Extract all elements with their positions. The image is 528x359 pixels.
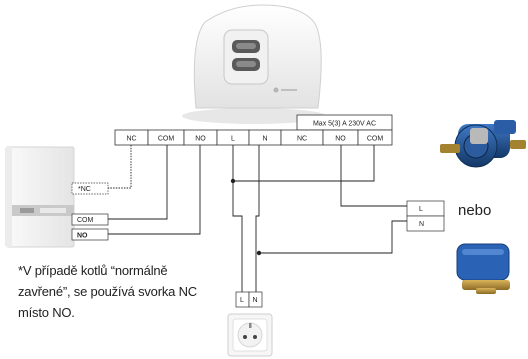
top-terminal-com-2: COM bbox=[367, 136, 384, 143]
or-label: nebo bbox=[458, 202, 492, 219]
wire-com-boiler bbox=[108, 145, 168, 220]
power-socket-icon bbox=[227, 313, 273, 357]
top-terminal-cell-com-2 bbox=[357, 129, 393, 146]
boiler-terminal-com: COM bbox=[77, 217, 94, 224]
socket-terminal-block: L N bbox=[235, 291, 263, 308]
wire-no-pump bbox=[340, 145, 407, 207]
pump-terminal-n: N bbox=[419, 221, 424, 228]
socket-terminal-n: N bbox=[253, 297, 258, 304]
top-terminal-com: COM bbox=[158, 136, 175, 143]
circulation-pump-icon bbox=[440, 120, 526, 168]
wire-l-drop bbox=[232, 145, 243, 292]
top-terminal-nc: NC bbox=[126, 136, 136, 143]
top-terminal-no: NO bbox=[195, 136, 206, 143]
boiler-terminal-block: *NC COM NO bbox=[71, 182, 109, 241]
wire-l-bus bbox=[233, 145, 375, 182]
boiler-terminal-nc: *NC bbox=[78, 186, 91, 193]
top-terminal-nc-2: NC bbox=[297, 136, 307, 143]
wire-n-drop bbox=[255, 145, 260, 292]
top-terminal-no-2: NO bbox=[335, 136, 346, 143]
top-terminal-strip: Max 5(3) A 230V AC NC COM NO L N NC NO COM bbox=[114, 114, 393, 146]
socket-terminal-l: L bbox=[240, 297, 244, 304]
note-text: *V případě kotlů “normálně zavřené”, se … bbox=[18, 263, 197, 320]
wire-nc-boiler bbox=[108, 145, 132, 189]
wire-junctions bbox=[230, 178, 262, 256]
boiler-terminal-no: NO bbox=[77, 233, 88, 240]
gas-boiler-icon bbox=[5, 146, 75, 248]
max-rating-label: Max 5(3) A 230V AC bbox=[313, 121, 376, 128]
zone-valve-icon bbox=[456, 243, 510, 294]
pump-terminal-block: L N bbox=[406, 200, 445, 232]
wire-no-boiler bbox=[108, 145, 201, 235]
thermostat-receiver-icon bbox=[182, 4, 326, 124]
top-terminal-n: N bbox=[262, 136, 267, 143]
wire-n-bus bbox=[259, 220, 407, 254]
top-terminal-l: L bbox=[231, 136, 235, 143]
pump-terminal-l: L bbox=[419, 206, 423, 213]
